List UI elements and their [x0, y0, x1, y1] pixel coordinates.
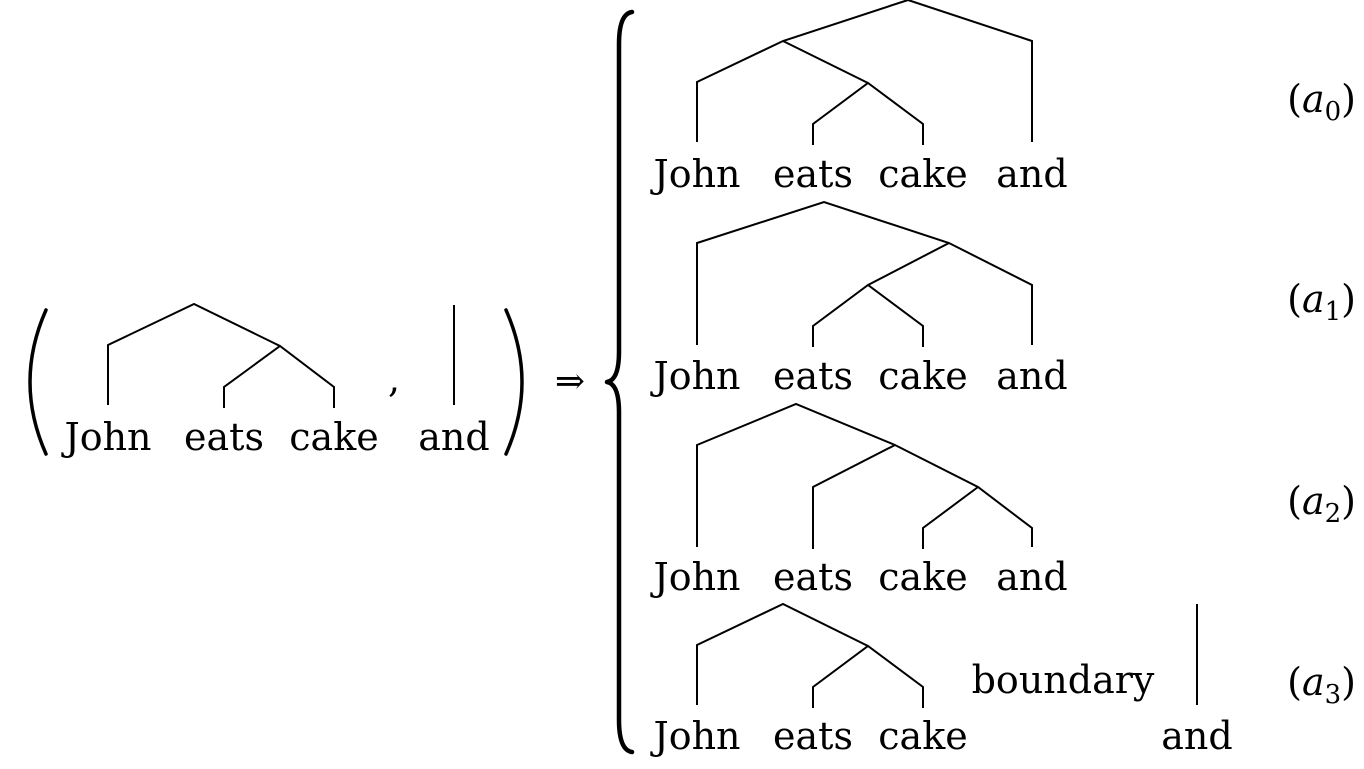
- tree-edge: [812, 444, 896, 549]
- word-john: John: [60, 415, 151, 459]
- label-a0: (a0): [1287, 77, 1356, 127]
- word-cake: cake: [878, 555, 967, 599]
- word-eats: eats: [773, 555, 853, 599]
- word-eats: eats: [773, 152, 853, 196]
- output-a1: John eats cake and (a1): [649, 200, 1356, 398]
- label-a1: (a1): [1287, 277, 1356, 327]
- output-a3: John eats cake boundary and (a3): [649, 602, 1356, 758]
- word-and: and: [996, 152, 1067, 196]
- tree-edge: [696, 0, 1033, 142]
- word-eats: eats: [773, 354, 853, 398]
- label-a3: (a3): [1287, 660, 1356, 710]
- left-brace: [604, 9, 635, 755]
- tree-edge: [107, 302, 281, 405]
- word-john: John: [649, 555, 740, 599]
- comma: ,: [388, 357, 400, 401]
- implies-arrow: ⇒: [555, 361, 585, 402]
- input-pair: John eats cake , and: [28, 302, 524, 459]
- tree-edge: [867, 242, 950, 286]
- tree-edge: [782, 40, 869, 84]
- tree-edge: [696, 200, 1033, 345]
- label-a2: (a2): [1287, 479, 1356, 529]
- tree-edge: [922, 486, 979, 549]
- input-word: and: [418, 305, 490, 459]
- output-a2: John eats cake and (a2): [649, 402, 1356, 599]
- tree-edge: [696, 402, 1033, 547]
- boundary-label: boundary: [972, 658, 1155, 702]
- input-tree: John eats cake: [60, 302, 379, 459]
- word-cake: cake: [878, 714, 967, 758]
- right-paren: [504, 308, 524, 456]
- word-john: John: [649, 152, 740, 196]
- word-john: John: [649, 354, 740, 398]
- tree-edge: [812, 81, 924, 145]
- tree-edge: [812, 644, 924, 708]
- word-cake: cake: [878, 152, 967, 196]
- tree-edge: [223, 344, 335, 408]
- word-eats: eats: [184, 415, 264, 459]
- tree-edge: [696, 602, 869, 705]
- word-john: John: [649, 714, 740, 758]
- word-and: and: [418, 415, 489, 459]
- word-and: and: [1161, 714, 1232, 758]
- word-cake: cake: [878, 354, 967, 398]
- tree-edge: [812, 283, 924, 347]
- left-paren: [28, 308, 48, 456]
- word-and: and: [996, 354, 1067, 398]
- output-a0: John eats cake and (a0): [649, 0, 1356, 196]
- word-eats: eats: [773, 714, 853, 758]
- word-cake: cake: [289, 415, 378, 459]
- word-and: and: [996, 555, 1067, 599]
